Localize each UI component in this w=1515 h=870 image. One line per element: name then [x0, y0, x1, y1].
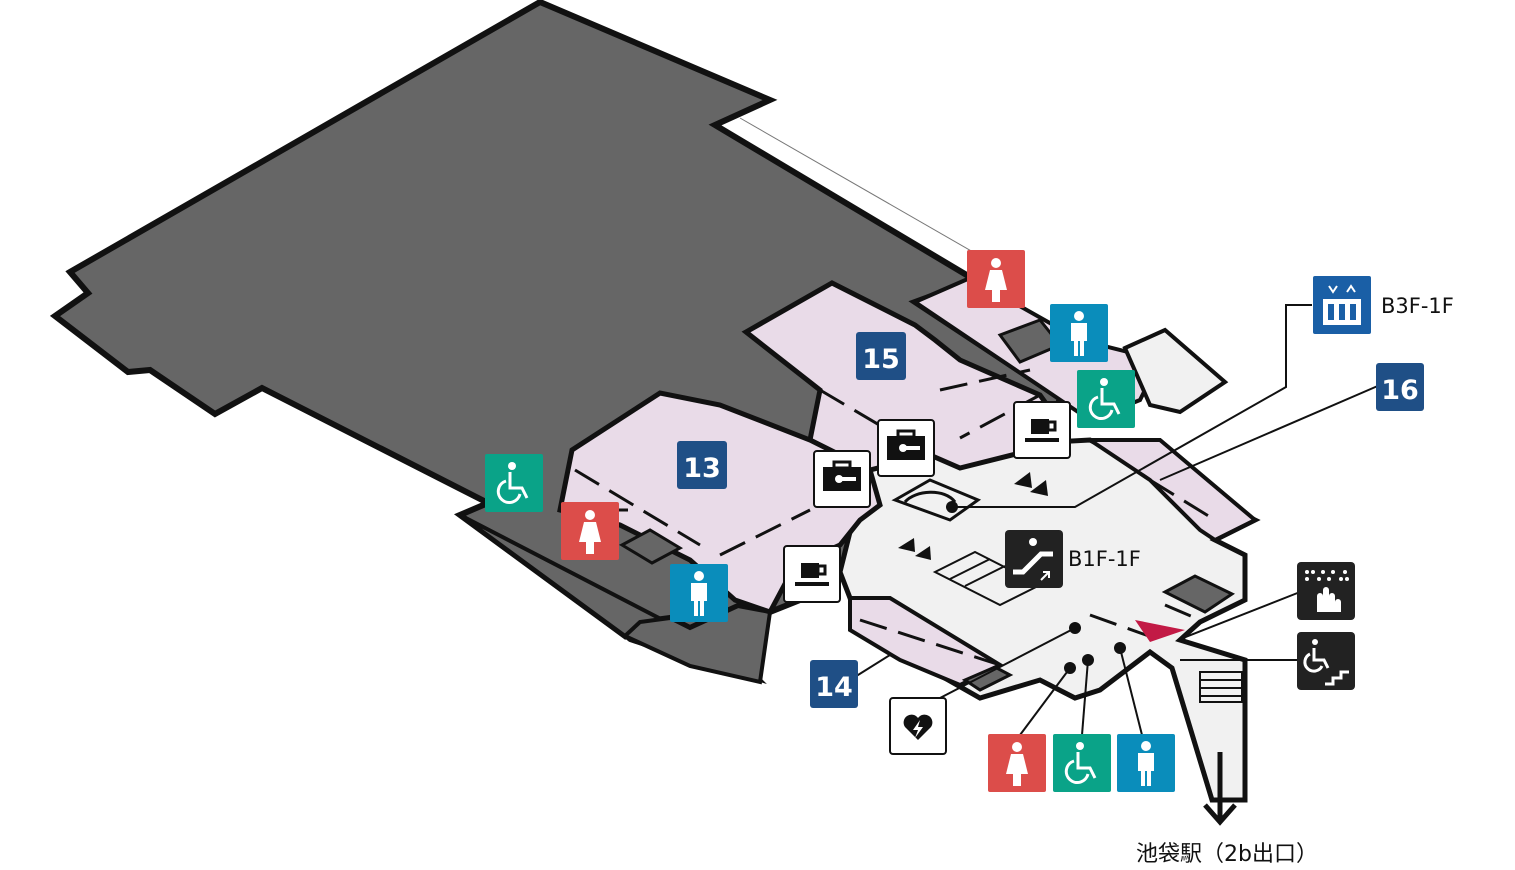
women-restroom-icon: [967, 250, 1025, 308]
escalator-floors-label: B1F-1F: [1068, 547, 1141, 571]
room-number-14: 14: [815, 672, 853, 703]
building-lower-b: [621, 603, 773, 685]
exit-stairs: [1199, 671, 1243, 703]
cafe-icon: [1013, 401, 1071, 459]
elevator-icon: [1313, 276, 1371, 334]
coin-locker-icon: [877, 419, 935, 477]
tactile-map-icon: [1297, 562, 1355, 620]
elevator-floors-label: B3F-1F: [1381, 294, 1454, 318]
direction-arrows: [898, 472, 1048, 560]
women-restroom-icon: [561, 502, 619, 560]
escalator-icon: [1005, 530, 1063, 588]
current-location-arrow: [1135, 620, 1185, 642]
stairs-top-right: [1122, 327, 1229, 415]
men-restroom-icon: [1117, 734, 1175, 792]
room-number-13-badge: 13: [677, 441, 727, 489]
room-number-16: 16: [1381, 375, 1419, 406]
room-number-15-badge: 15: [856, 332, 906, 380]
exit-arrow: [1203, 752, 1237, 826]
room-number-16-badge: 16: [1376, 363, 1424, 411]
accessible-restroom-icon: [1053, 734, 1111, 792]
men-restroom-icon: [670, 564, 728, 622]
wheelchair-stairlift-icon: [1297, 632, 1355, 690]
room-14: [848, 596, 1005, 688]
room-number-13: 13: [683, 453, 721, 484]
room-number-14-badge: 14: [810, 660, 858, 708]
leader-lines: [849, 304, 1381, 736]
aed-icon: [889, 697, 947, 755]
accessible-restroom-icon: [485, 454, 543, 512]
leader-dots: [946, 501, 1126, 674]
room-number-15: 15: [862, 344, 900, 375]
exit-destination-label: 池袋駅（2b出口）: [1136, 842, 1318, 867]
coin-locker-icon: [813, 450, 871, 508]
women-restroom-icon: [988, 734, 1046, 792]
men-restroom-icon: [1050, 304, 1108, 362]
spiral-ramp: [891, 478, 982, 522]
cafe-icon: [783, 545, 841, 603]
accessible-restroom-icon: [1077, 370, 1135, 428]
